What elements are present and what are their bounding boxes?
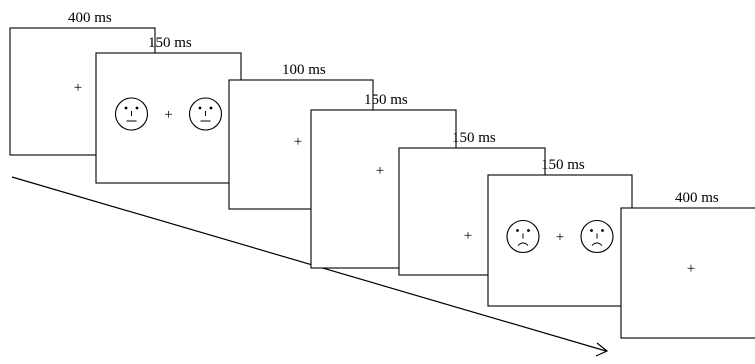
fixation-cross: + bbox=[294, 134, 302, 150]
sad-face-icon bbox=[580, 219, 614, 254]
fixation-cross: + bbox=[687, 261, 695, 277]
duration-label: 400 ms bbox=[675, 190, 719, 206]
fixation-cross: + bbox=[556, 230, 564, 246]
fixation-cross: + bbox=[164, 107, 172, 123]
arrow-right-icon bbox=[595, 342, 609, 357]
duration-label: 400 ms bbox=[68, 10, 112, 26]
stimulus-frame: 150 ms + bbox=[487, 157, 633, 307]
frames-layer: 400 ms +150 ms +100 ms +150 ms +150 ms +150 m… bbox=[9, 10, 755, 339]
sad-face-icon bbox=[506, 219, 540, 254]
stimulus-frame: 400 ms + bbox=[620, 190, 755, 339]
duration-label: 100 ms bbox=[282, 62, 326, 78]
stimulus-frame: 150 ms + bbox=[95, 35, 242, 184]
duration-label: 150 ms bbox=[452, 130, 496, 146]
duration-label: 150 ms bbox=[541, 157, 585, 173]
neutral-face-icon bbox=[114, 97, 149, 131]
fixation-cross: + bbox=[74, 80, 82, 96]
neutral-face-icon bbox=[188, 97, 223, 131]
duration-label: 150 ms bbox=[364, 92, 408, 108]
duration-label: 150 ms bbox=[148, 35, 192, 51]
fixation-cross: + bbox=[376, 163, 384, 179]
fixation-cross: + bbox=[464, 228, 472, 244]
time-arrow bbox=[11, 176, 609, 357]
